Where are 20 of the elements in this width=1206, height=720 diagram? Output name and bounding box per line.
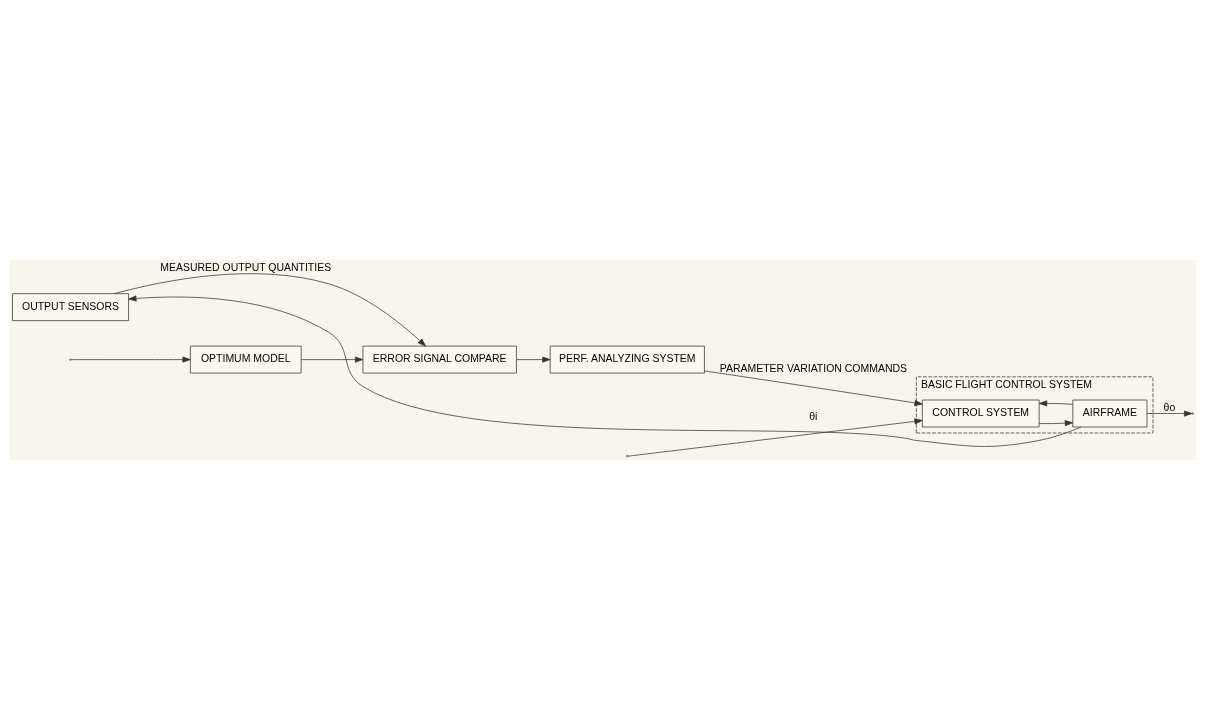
- arrow: [516, 356, 551, 363]
- arrow: [1038, 420, 1074, 427]
- arrow: [1146, 410, 1193, 417]
- arrow: [627, 418, 923, 457]
- arrow: [1038, 400, 1074, 407]
- node-box: PERF. ANALYZING SYSTEM: [549, 345, 705, 374]
- node-box: ERROR SIGNAL COMPARE: [362, 345, 517, 374]
- edge-label: MEASURED OUTPUT QUANTITIES: [160, 262, 332, 274]
- arrow: [704, 370, 923, 406]
- edge-label: θo: [1163, 401, 1176, 413]
- arrow: [71, 356, 191, 363]
- arrow: [128, 295, 1082, 447]
- edge-label: PARAMETER VARIATION COMMANDS: [719, 362, 908, 374]
- node-box: AIRFRAME: [1072, 399, 1148, 428]
- node-box: OUTPUT SENSORS: [12, 293, 129, 322]
- node-box: CONTROL SYSTEM: [921, 399, 1040, 428]
- edge-label: θi: [809, 410, 818, 422]
- arrow: [114, 273, 426, 347]
- node-box: OPTIMUM MODEL: [189, 345, 302, 374]
- arrow: [301, 356, 364, 363]
